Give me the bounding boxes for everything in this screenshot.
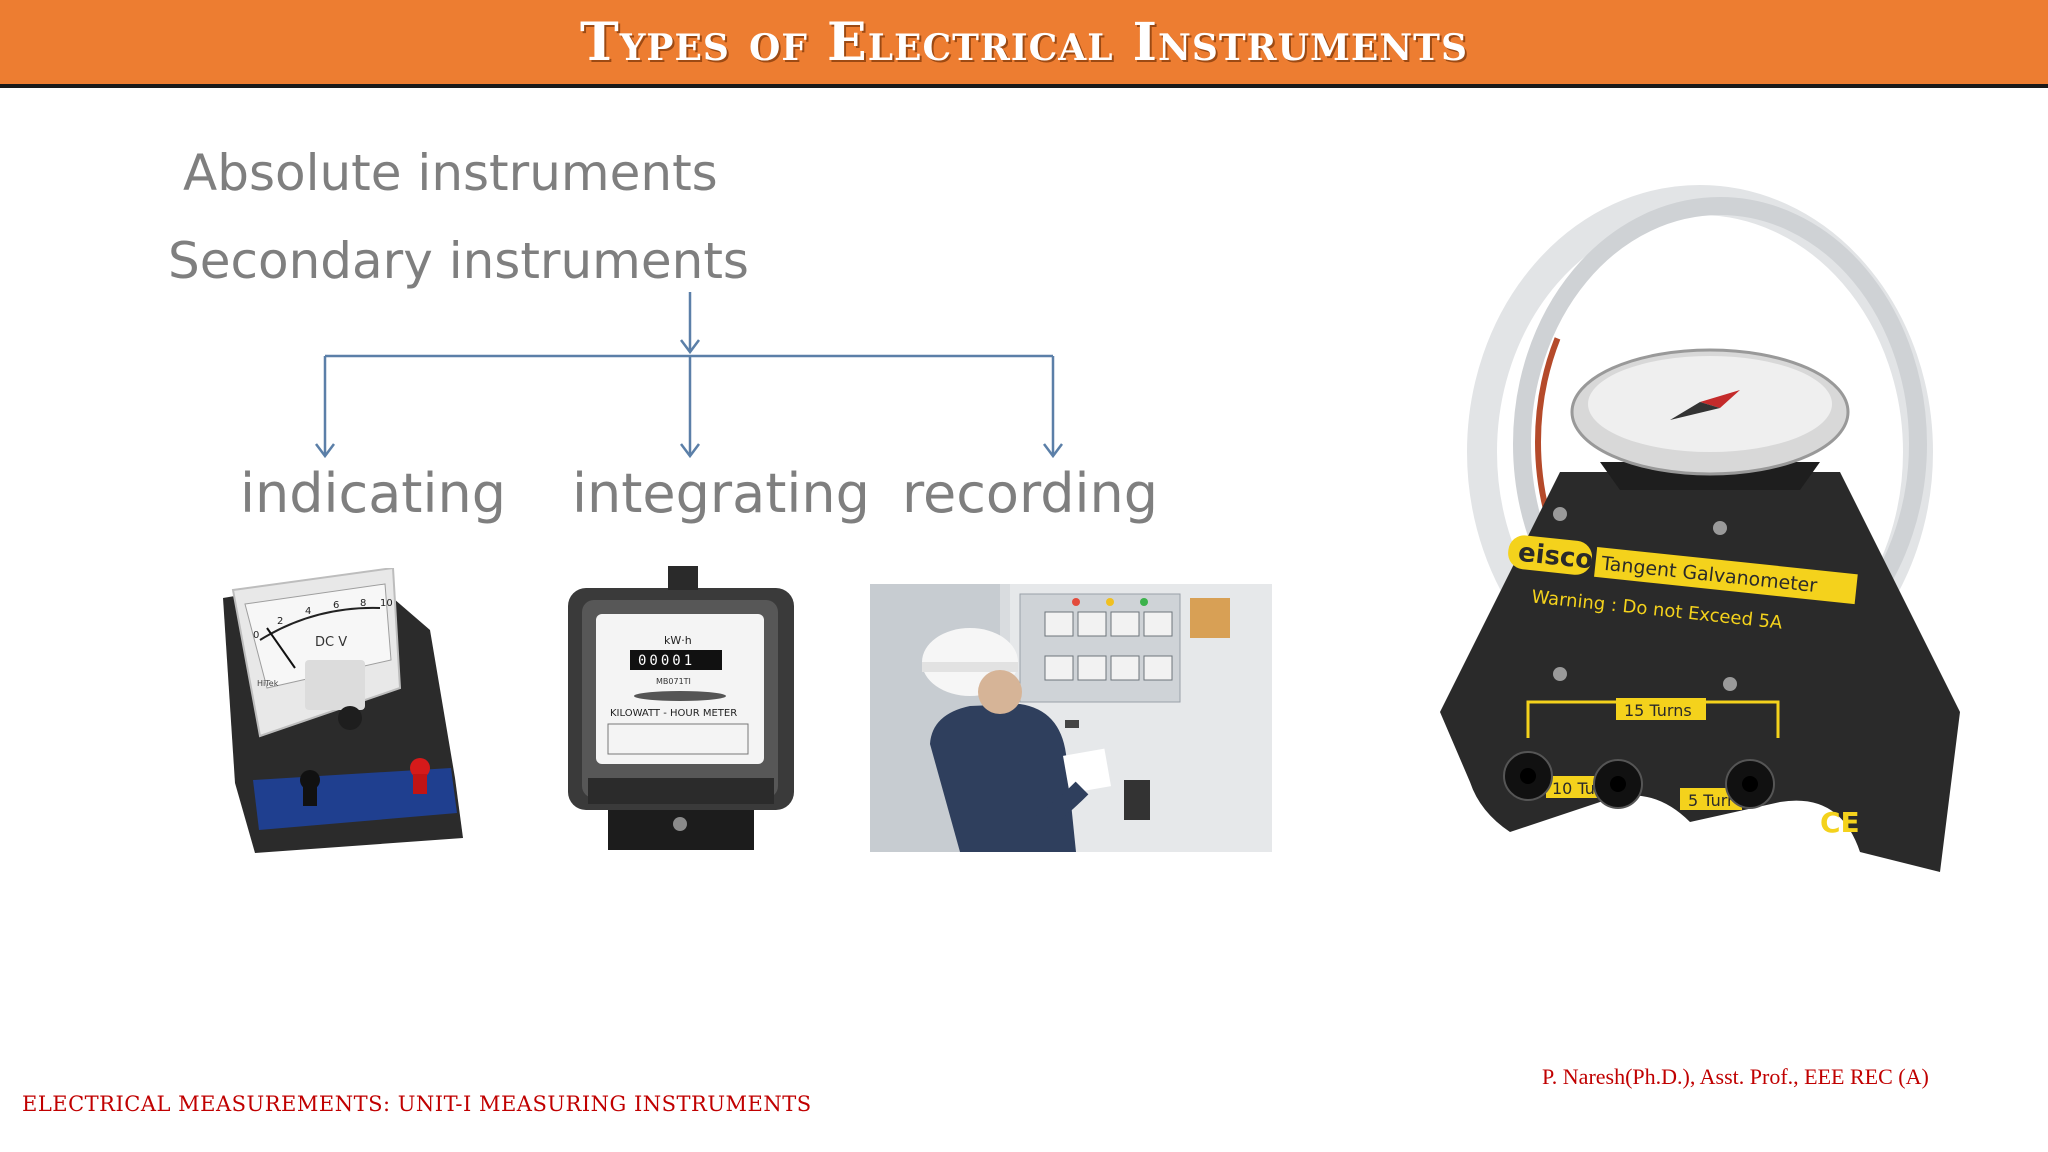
branch-indicating: indicating (240, 462, 506, 525)
tangent-galvanometer-image: eisco Tangent Galvanometer Warning : Do … (1440, 185, 1960, 872)
svg-text:HiTek: HiTek (257, 679, 279, 688)
svg-text:KILOWATT - HOUR METER: KILOWATT - HOUR METER (610, 708, 737, 719)
secondary-instruments-label: Secondary instruments (168, 232, 749, 290)
svg-text:15 Turns: 15 Turns (1624, 701, 1692, 720)
svg-text:10 Tu: 10 Tu (1552, 779, 1595, 798)
svg-text:00001: 00001 (638, 653, 695, 669)
svg-text:MB071TI: MB071TI (656, 677, 691, 686)
svg-text:8: 8 (360, 598, 366, 609)
svg-text:5 Turr: 5 Turr (1688, 791, 1734, 810)
svg-text:6: 6 (333, 600, 339, 611)
svg-text:4: 4 (305, 606, 311, 617)
svg-text:2: 2 (277, 616, 283, 627)
branch-integrating: integrating (572, 462, 870, 525)
absolute-instruments-label: Absolute instruments (183, 144, 718, 202)
recording-panel-photo (870, 584, 1272, 852)
dc-voltmeter-image: 0 2 4 6 8 10 DC V HiTek (223, 568, 463, 853)
svg-text:kW·h: kW·h (664, 634, 692, 647)
branch-recording: recording (902, 462, 1158, 525)
energy-meter-image: kW·h 00001 MB071TI KILOWATT - HOUR METER (568, 566, 794, 850)
svg-text:CE: CE (1820, 806, 1860, 839)
course-footer: ELECTRICAL MEASUREMENTS: UNIT-I MEASURIN… (22, 1092, 812, 1116)
svg-text:10: 10 (380, 598, 393, 609)
svg-text:0: 0 (253, 630, 259, 641)
title-bar: Types of Electrical Instruments (0, 0, 2048, 88)
svg-text:DC V: DC V (315, 635, 347, 650)
slide-title: Types of Electrical Instruments (580, 11, 1468, 73)
author-credit: P. Naresh(Ph.D.), Asst. Prof., EEE REC (… (1542, 1064, 1929, 1089)
